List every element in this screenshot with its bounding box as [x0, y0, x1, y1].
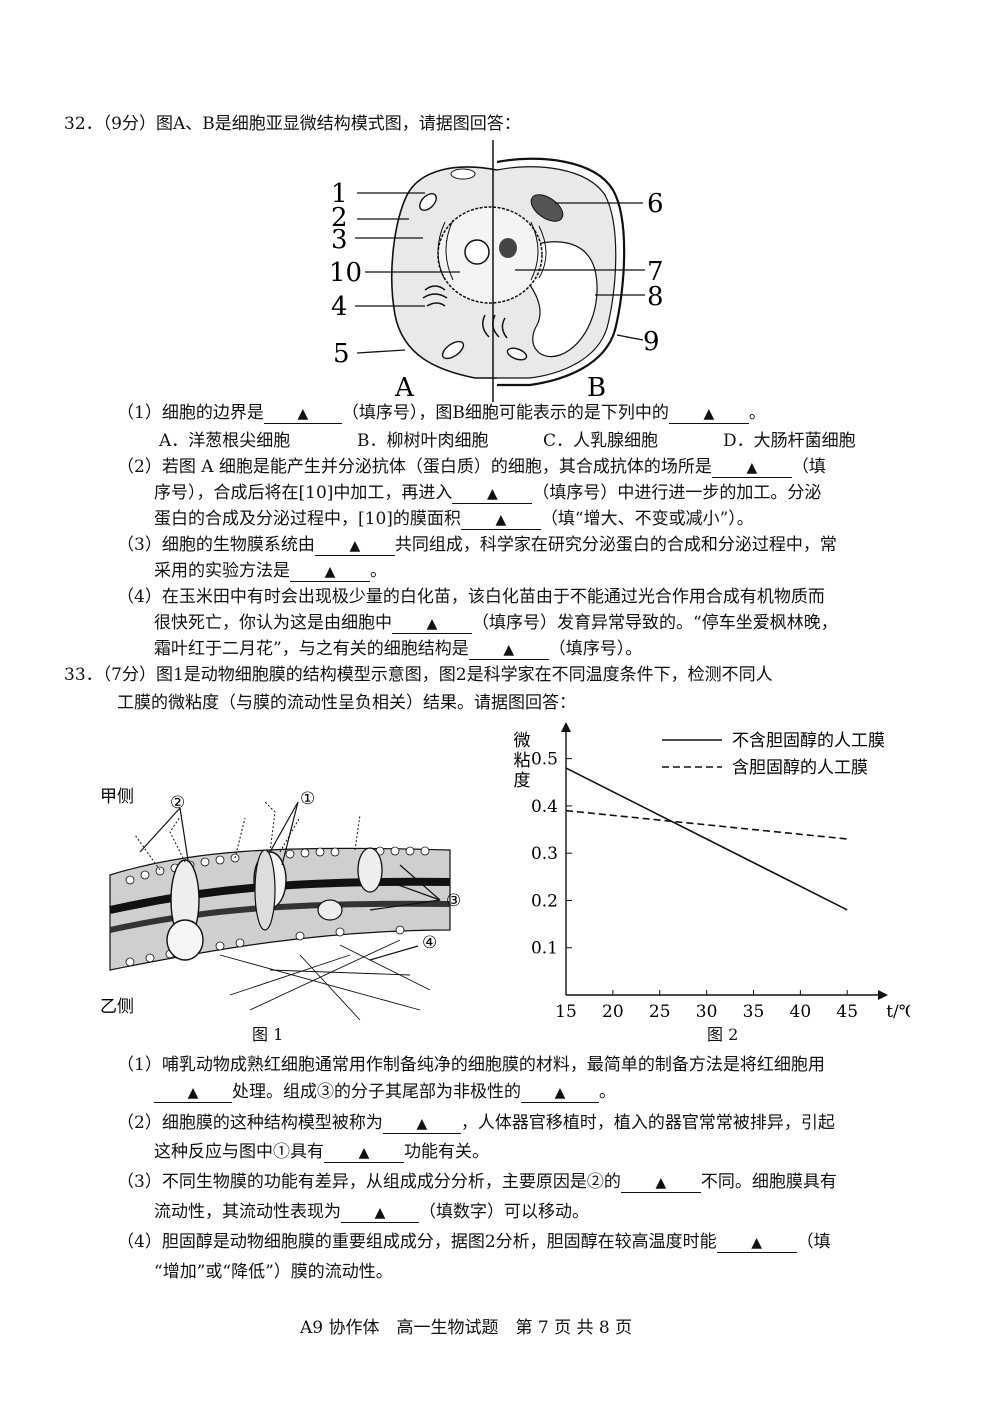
x-tick-label: 45 — [836, 1002, 858, 1022]
membrane-side-top: 甲侧 — [100, 787, 134, 807]
page-footer: A9 协作体 高一生物试题 第 7 页 共 8 页 — [300, 1318, 633, 1338]
membrane-label-4: ④ — [422, 933, 437, 953]
q33-p4-line2: “增加”或“降低”）膜的流动性。 — [154, 1262, 393, 1282]
legend-label: 含胆固醇的人工膜 — [732, 758, 868, 778]
x-tick-label: 30 — [696, 1002, 718, 1022]
q32-p3-line1: （3）细胞的生物膜系统由▲共同组成，科学家在研究分泌蛋白的合成和分泌过程中，常 — [117, 535, 837, 556]
cell-label-1: 1 — [331, 179, 348, 209]
figure-1-caption: 图 1 — [252, 1025, 284, 1044]
y-tick-label: 0.3 — [531, 844, 558, 864]
cell-label-5: 5 — [333, 339, 350, 369]
cell-label-6: 6 — [647, 189, 664, 219]
y-tick-label: 0.2 — [531, 891, 558, 911]
x-tick-label: 40 — [790, 1002, 812, 1022]
q32-p1: （1）细胞的边界是▲（填序号），图B细胞可能表示的是下列中的▲。 — [117, 403, 766, 424]
q32-p4-line3: 霜叶红于二月花”，与之有关的细胞结构是▲（填序号）。 — [154, 639, 643, 660]
q33-header-line2: 工膜的微粘度（与膜的流动性呈负相关）结果。请据图回答： — [117, 693, 576, 713]
cell-label-4: 4 — [331, 292, 348, 322]
q33-p2-line1: （2）细胞膜的这种结构模型被称为▲，人体器官移植时，植入的器官常常被排异，引起 — [117, 1113, 835, 1134]
cell-label-B: B — [587, 373, 606, 402]
q32-p2-line3: 蛋白的合成及分泌过程中，[10]的膜面积▲（填“增大、不变或减小”）。 — [154, 509, 754, 530]
cell-label-10: 10 — [329, 258, 362, 288]
x-tick-label: 35 — [743, 1002, 765, 1022]
y-axis-arrow — [561, 722, 571, 732]
y-tick-label: 0.5 — [531, 750, 558, 770]
q33-p3-line1: （3）不同生物膜的功能有差异，从组成成分分析，主要原因是②的▲不同。细胞膜具有 — [117, 1172, 837, 1193]
viscosity-chart: 15 20 25 30 35 40 45 0.1 0.2 0.3 0.4 0.5 t/℃ 微粘度 不含胆固… — [514, 722, 910, 1022]
cell-label-A: A — [394, 373, 415, 402]
cell-label-8: 8 — [647, 282, 664, 312]
q32-p4-line2: 很快死亡，你认为这是由细胞中▲（填序号）发育异常导致的。“停车坐爱枫林晚， — [154, 613, 838, 634]
x-tick-label: 15 — [555, 1002, 577, 1022]
series-line-0 — [565, 767, 848, 911]
membrane-label-2: ② — [170, 793, 185, 813]
y-axis-label: 微粘度 — [514, 731, 531, 791]
q33-p4-line1: （4）胆固醇是动物细胞膜的重要组成成分，据图2分析，胆固醇在较高温度时能▲（填 — [117, 1232, 831, 1253]
q33-p1-line2: ▲处理。组成③的分子其尾部为非极性的▲。 — [154, 1081, 616, 1103]
q32-p2-line1: （2）若图 A 细胞是能产生并分泌抗体（蛋白质）的细胞，其合成抗体的场所是▲（填 — [117, 457, 826, 478]
q32-p4-line1: （4）在玉米田中有时会出现极少量的白化苗，该白化苗由于不能通过光合作用合成有机物… — [117, 587, 825, 607]
y-tick-label: 0.1 — [531, 939, 558, 959]
cell-label-7: 7 — [647, 257, 664, 287]
q33-header-line1: 33．（7分）图1是动物细胞膜的结构模型示意图，图2是科学家在不同温度条件下，检… — [64, 665, 773, 685]
q32-p3-line2: 采用的实验方法是▲。 — [154, 561, 387, 582]
membrane-label-1: ① — [300, 789, 315, 809]
q33-p1-line1: （1）哺乳动物成熟红细胞通常用作制备纯净的细胞膜的材料，最简单的制备方法是将红细… — [117, 1055, 825, 1075]
x-axis-label: t/℃ — [886, 1002, 910, 1022]
q32-p2-line2: 序号），合成后将在[10]中加工，再进入▲（填序号）中进行进一步的加工。分泌 — [154, 483, 822, 504]
x-tick-label: 25 — [649, 1002, 671, 1022]
membrane-label-3: ③ — [446, 891, 461, 911]
legend-label: 不含胆固醇的人工膜 — [732, 731, 885, 751]
x-tick-label: 20 — [602, 1002, 624, 1022]
membrane-side-bottom: 乙侧 — [100, 997, 134, 1017]
q33-p2-line2: 这种反应与图中①具有▲功能有关。 — [154, 1142, 489, 1163]
series-line-1 — [565, 809, 848, 840]
cell-structure-figure: 1 2 3 10 4 5 6 7 8 9 A B — [329, 140, 664, 402]
membrane-model-figure: 甲侧 乙侧 ② ① ③ ④ — [100, 787, 461, 1021]
cell-label-9: 9 — [643, 327, 660, 357]
q32-header: 32．（9分）图A、B是细胞亚显微结构模式图，请据图回答： — [64, 114, 521, 134]
cell-label-3: 3 — [331, 225, 348, 255]
figure-2-caption: 图 2 — [707, 1025, 739, 1044]
x-axis-arrow — [878, 990, 888, 1000]
cell-label-2: 2 — [331, 203, 348, 233]
y-tick-label: 0.4 — [531, 797, 558, 817]
q33-p3-line2: 流动性，其流动性表现为▲（填数字）可以移动。 — [154, 1202, 589, 1223]
